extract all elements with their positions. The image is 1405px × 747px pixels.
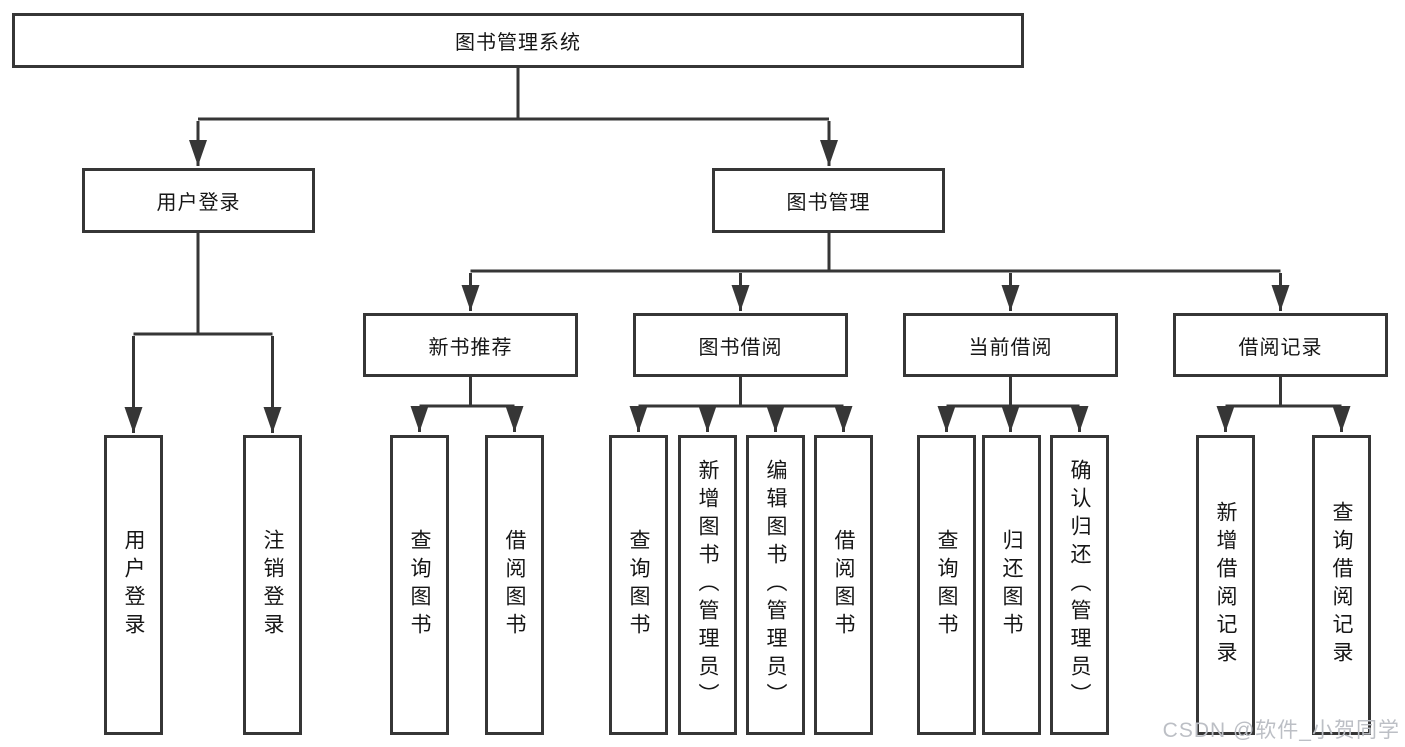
- node-leaf-add-borrow-record: 新增借阅记录: [1196, 435, 1255, 735]
- node-library-management-system: 图书管理系统: [12, 13, 1024, 68]
- connector-trunks: [133, 68, 1342, 408]
- node-leaf-query-books-recommend: 查询图书: [390, 435, 449, 735]
- watermark: CSDN @软件_小贺同学: [1162, 719, 1400, 742]
- node-leaf-return-book: 归还图书: [982, 435, 1041, 735]
- node-borrowing-records: 借阅记录: [1173, 313, 1388, 377]
- node-label: 归还图书: [1000, 529, 1023, 641]
- node-label: 借阅图书: [832, 529, 855, 641]
- node-leaf-borrow-books: 借阅图书: [814, 435, 873, 735]
- node-leaf-confirm-return-admin: 确认归还（管理员）: [1050, 435, 1109, 735]
- node-label: 新增图书（管理员）: [696, 459, 719, 711]
- node-label: 新增借阅记录: [1214, 501, 1237, 669]
- node-book-management: 图书管理: [712, 168, 945, 233]
- node-leaf-user-login: 用户登录: [104, 435, 163, 735]
- node-leaf-borrow-books-recommend: 借阅图书: [485, 435, 544, 735]
- node-leaf-logout: 注销登录: [243, 435, 302, 735]
- node-leaf-add-book-admin: 新增图书（管理员）: [678, 435, 737, 735]
- node-label: 借阅图书: [503, 529, 526, 641]
- node-leaf-edit-book-admin: 编辑图书（管理员）: [746, 435, 805, 735]
- node-label: 确认归还（管理员）: [1068, 459, 1091, 711]
- node-user-login: 用户登录: [82, 168, 315, 233]
- node-new-book-recommend: 新书推荐: [363, 313, 578, 377]
- node-label: 用户登录: [156, 192, 241, 214]
- node-label: 编辑图书（管理员）: [764, 459, 787, 711]
- node-label: 图书借阅: [698, 336, 783, 359]
- node-label: 用户登录: [122, 529, 145, 641]
- node-label: 当前借阅: [968, 336, 1053, 359]
- node-label: 图书管理系统: [455, 32, 581, 54]
- node-current-borrowing: 当前借阅: [903, 313, 1118, 377]
- node-leaf-query-borrow-record: 查询借阅记录: [1312, 435, 1371, 735]
- node-label: 新书推荐: [428, 336, 513, 359]
- node-leaf-query-books-borrowing: 查询图书: [609, 435, 668, 735]
- node-label: 借阅记录: [1238, 336, 1323, 359]
- connector-arrows: [124, 121, 1351, 433]
- node-label: 图书管理: [786, 192, 871, 214]
- node-label: 查询借阅记录: [1330, 501, 1353, 669]
- node-label: 查询图书: [408, 529, 431, 641]
- node-label: 注销登录: [261, 529, 284, 641]
- node-label: 查询图书: [935, 529, 958, 641]
- node-leaf-query-books-current: 查询图书: [917, 435, 976, 735]
- node-label: 查询图书: [627, 529, 650, 641]
- node-book-borrowing: 图书借阅: [633, 313, 848, 377]
